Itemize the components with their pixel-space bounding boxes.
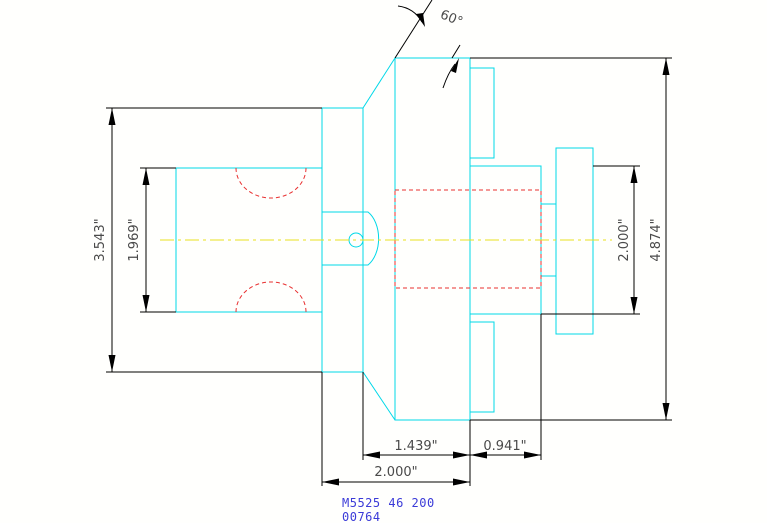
retaining-disc (555, 147, 594, 335)
part-geometry (175, 57, 594, 421)
angle-ext-line (394, 0, 433, 59)
pivot-lug (322, 211, 380, 266)
arrow-2000h-left (322, 478, 339, 486)
chamfer-top (362, 57, 396, 109)
part-number: M5525 46 200 (342, 496, 435, 510)
dim-label-4874: 4.874" (649, 218, 664, 261)
arrow-3543-top (108, 108, 116, 125)
arrow-2000h-right (453, 478, 470, 486)
dimension-lines (106, 0, 672, 486)
arrow-0941-right (524, 451, 541, 459)
hidden-arc-top (235, 167, 307, 199)
dim-label-2000v: 2.000" (617, 218, 632, 261)
arrow-4874-bottom (662, 403, 670, 420)
lower-lug (469, 321, 495, 413)
hidden-features (235, 167, 542, 313)
dim-label-1439: 1.439" (394, 439, 437, 454)
arrow-1969-bottom (142, 295, 150, 312)
chamfer-bottom (362, 371, 396, 421)
angle-arc-lower (442, 63, 456, 89)
arrow-4874-top (662, 58, 670, 75)
arrow-2000v-top (630, 166, 638, 183)
dim-label-1969: 1.969" (127, 218, 142, 261)
angle-arrow-lower (451, 58, 459, 73)
dimension-labels: 60° 3.543" 1.969" 2.000" 4.874" 1.439" 0… (93, 7, 664, 480)
angle-arrow-upper (416, 13, 425, 27)
drawing-number: 00764 (342, 510, 381, 524)
hidden-arc-bottom (235, 281, 307, 313)
dim-label-3543: 3.543" (93, 218, 108, 261)
arrow-3543-bottom (108, 355, 116, 372)
angle-leader (451, 44, 461, 59)
upper-lug (469, 67, 495, 159)
arrow-1439-right (453, 451, 470, 459)
arrow-2000v-bottom (630, 297, 638, 314)
hidden-bore (394, 189, 542, 289)
flange-body (394, 57, 471, 421)
arrow-1969-top (142, 168, 150, 185)
arrow-0941-left (470, 451, 487, 459)
angle-label: 60° (438, 7, 465, 30)
dim-label-0941: 0.941" (483, 439, 526, 454)
dim-label-2000h: 2.000" (374, 465, 417, 480)
arrow-1439-left (363, 451, 380, 459)
